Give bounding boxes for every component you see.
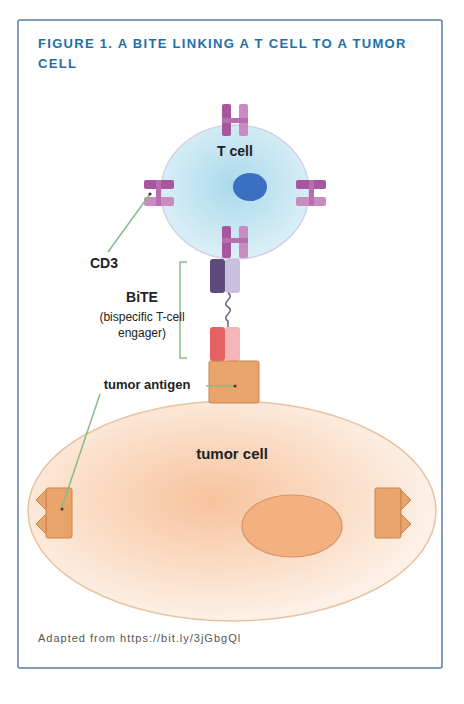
- tumor-antigen: [209, 361, 259, 403]
- cell-membrane: [28, 401, 436, 621]
- leader-line: [206, 385, 233, 387]
- figure-frame: [18, 20, 442, 668]
- source-credit: Adapted from https://bit.ly/3jGbgQl: [38, 632, 428, 644]
- part-label: tumor antigen: [86, 377, 208, 393]
- tumor-cell: tumor cell: [27, 400, 437, 622]
- t-cell: T cell: [160, 124, 310, 260]
- cell-membrane: [161, 125, 309, 259]
- cell-name: tumor cell: [27, 445, 437, 462]
- cell-name: T cell: [160, 143, 310, 159]
- figure-title: FIGURE 1. A BITE LINKING A T CELL TO A T…: [38, 34, 408, 74]
- leader-dot: [148, 192, 151, 195]
- part-label: BiTE: [100, 289, 184, 305]
- part-description: (bispecific T-cell engager): [87, 309, 197, 341]
- bite-molecule: [210, 259, 240, 361]
- leader-line: [108, 194, 150, 252]
- cell-outline: [27, 400, 437, 622]
- part-label: CD3: [76, 255, 132, 271]
